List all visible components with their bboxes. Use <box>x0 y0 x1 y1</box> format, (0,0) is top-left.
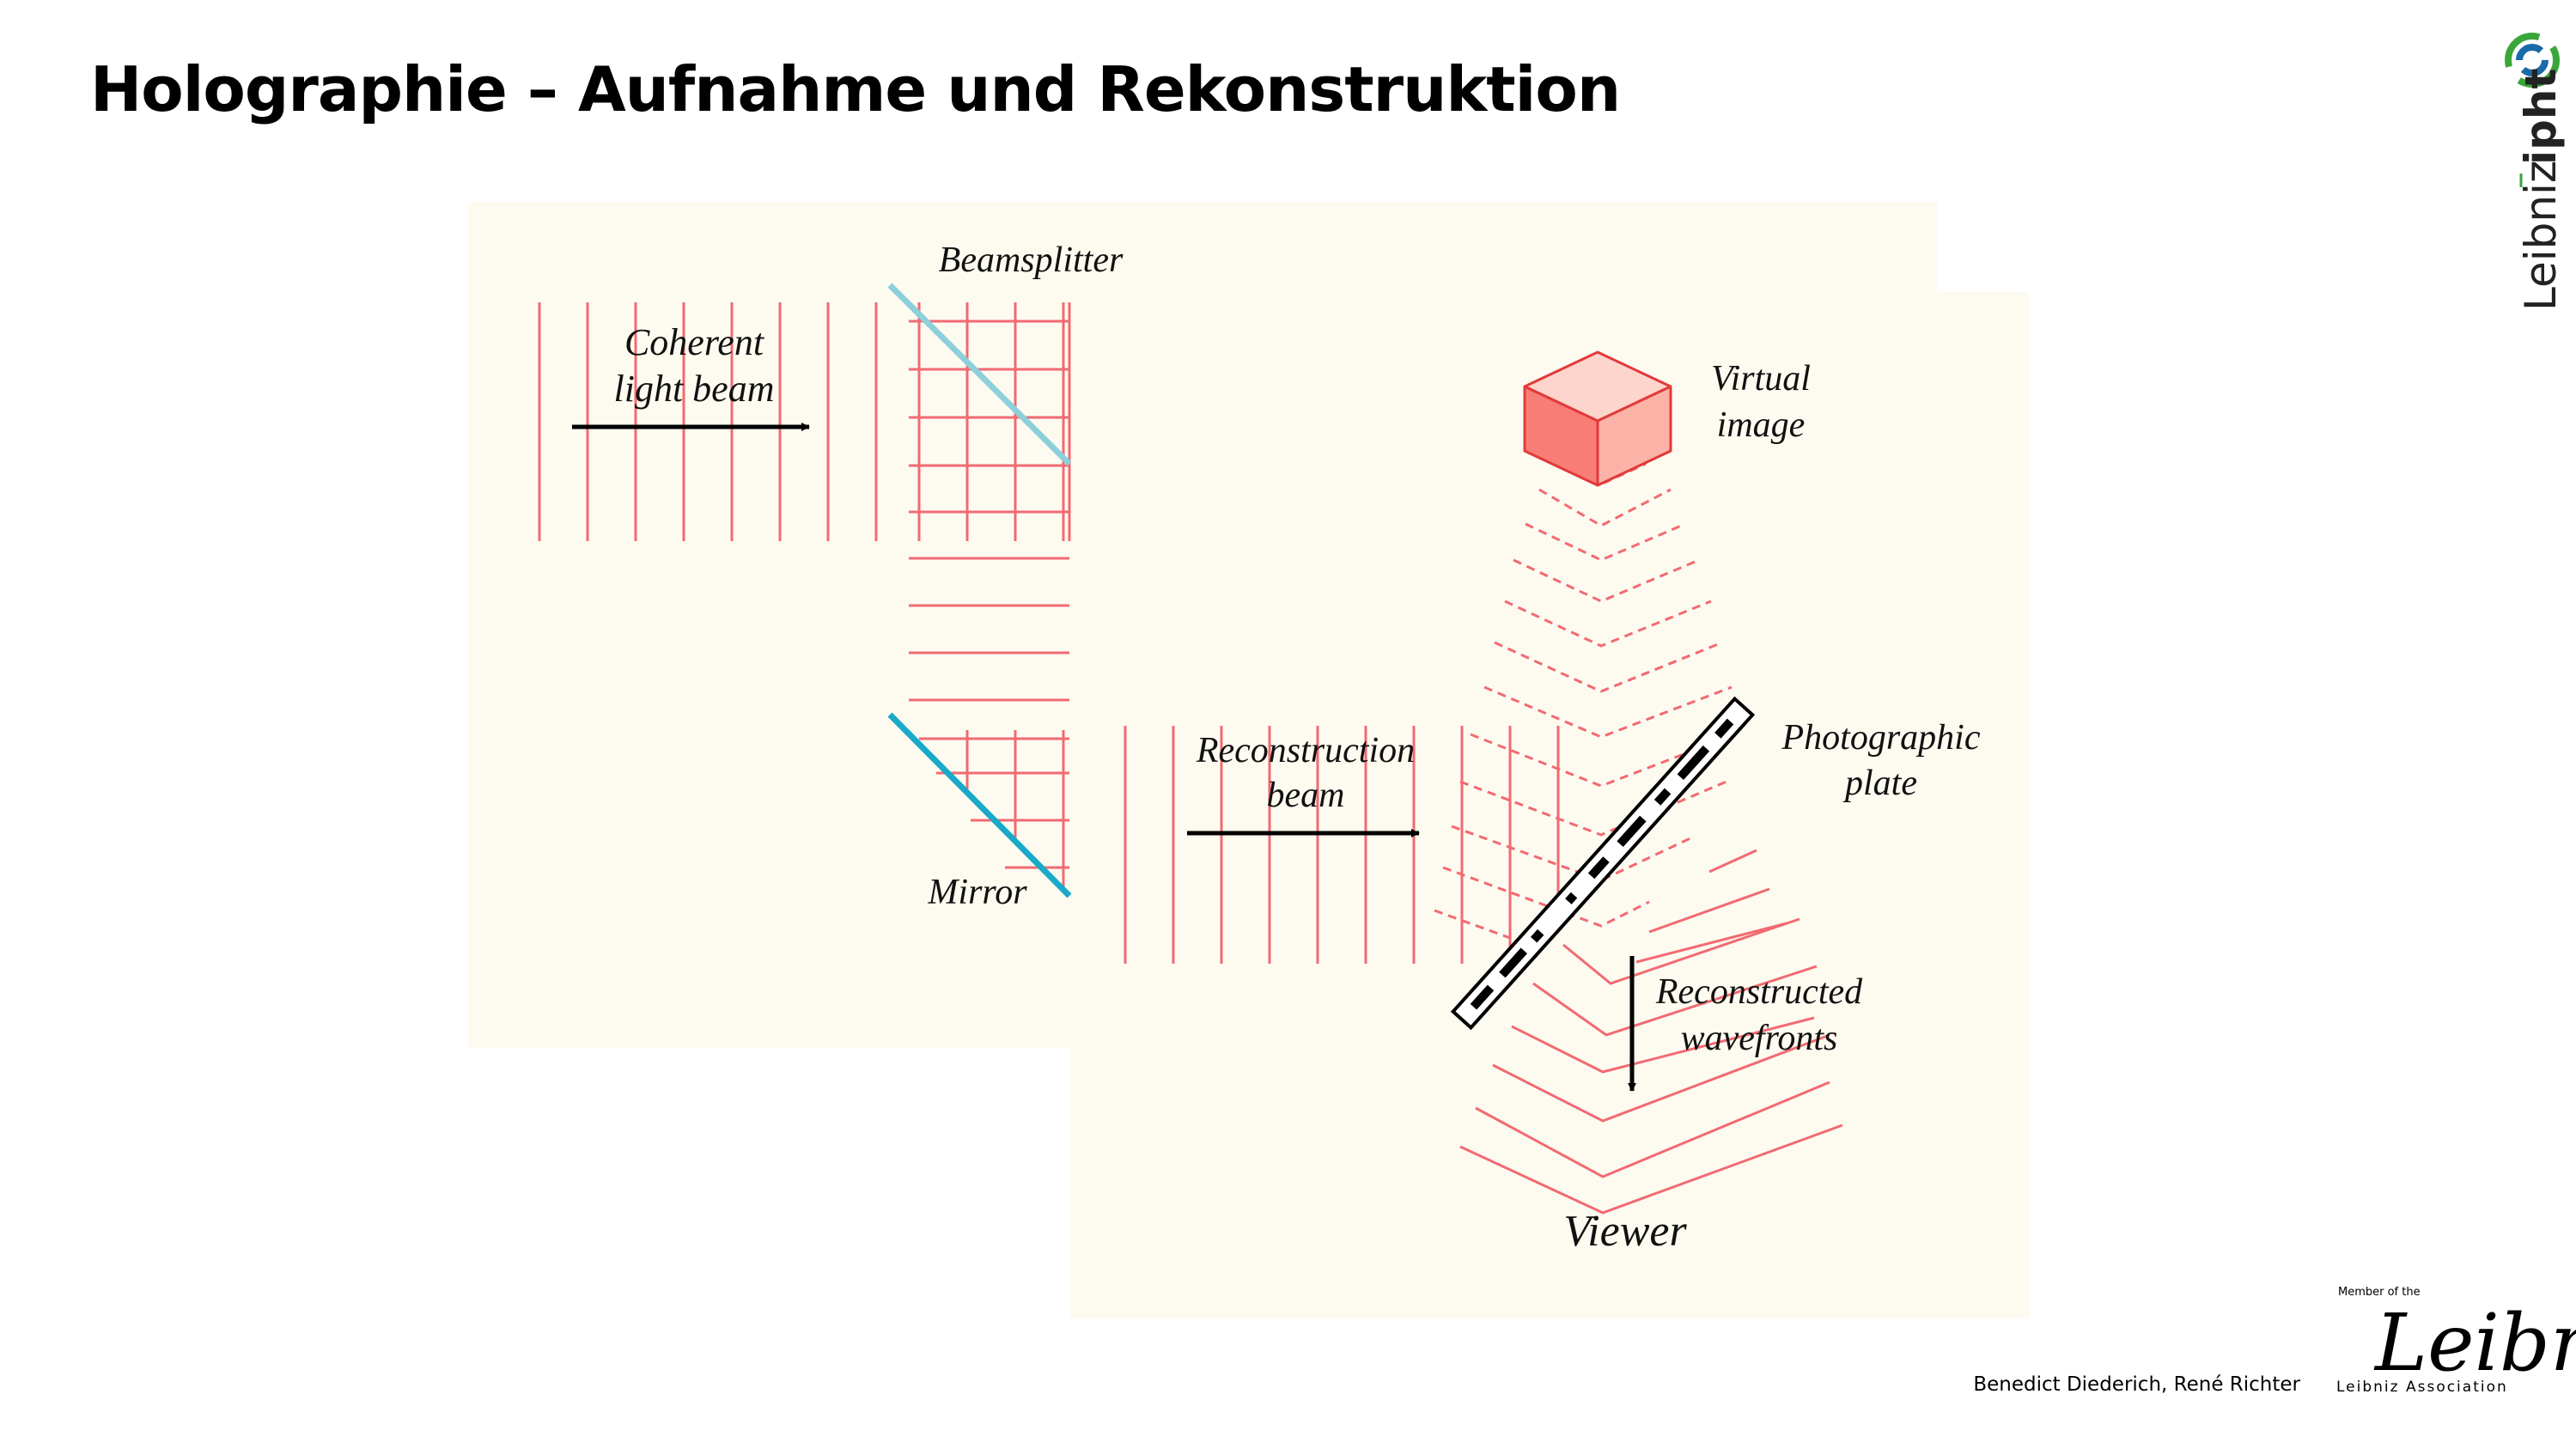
reconstruction-beam-wavefronts <box>1124 726 1560 964</box>
virtual-image-cube <box>1523 350 1672 487</box>
institute-logo: Leibniz ipht <box>2505 33 2566 311</box>
leibniz-association-logo: Member of the Leibniz Leibniz Associatio… <box>2336 1286 2576 1396</box>
mirror-label: Mirror <box>927 873 1027 912</box>
photographic-plate-label-line1: Photographic <box>1781 718 1981 758</box>
beamsplitter-line <box>887 283 1072 466</box>
footer-authors: Benedict Diederich, René Richter <box>1973 1373 2300 1396</box>
reconstruction-beam-label-line2: beam <box>1267 776 1345 815</box>
leibniz-script-logo: Leibniz <box>2373 1297 2576 1389</box>
beamsplitter-interference-grid <box>909 302 1071 541</box>
institute-logo-ipht: ipht <box>2516 69 2566 165</box>
diagram-background <box>468 202 2030 1318</box>
slide-title: Holographie – Aufnahme und Rekonstruktio… <box>90 53 1621 125</box>
member-of-text: Member of the <box>2338 1286 2421 1299</box>
virtual-image-label-line2: image <box>1717 405 1806 445</box>
virtual-image-label-line1: Virtual <box>1711 359 1811 399</box>
photographic-plate-label-line2: plate <box>1842 764 1917 803</box>
reflected-beam-wavefronts <box>909 557 1069 702</box>
reconstructed-wavefronts-label-line2: wavefronts <box>1681 1019 1838 1058</box>
photographic-plate <box>1450 696 1756 1031</box>
reconstructed-wavefronts <box>1459 849 1843 1215</box>
institute-logo-leibniz: Leibniz <box>2516 161 2566 311</box>
beamsplitter-label: Beamsplitter <box>939 240 1124 280</box>
coherent-beam-wavefronts <box>538 302 878 541</box>
coherent-beam-label-line1: Coherent <box>624 321 765 363</box>
reconstruction-beam-label-line1: Reconstruction <box>1196 731 1415 770</box>
reconstructed-wavefronts-label-line1: Reconstructed <box>1655 972 1863 1012</box>
coherent-beam-label-line2: light beam <box>614 368 775 410</box>
leibniz-association-text: Leibniz Association <box>2336 1379 2508 1396</box>
virtual-image-wavefronts <box>1434 462 1736 947</box>
viewer-label: Viewer <box>1563 1207 1687 1256</box>
institute-logo-ring-icon <box>2505 33 2560 88</box>
mirror-line <box>887 712 1072 898</box>
